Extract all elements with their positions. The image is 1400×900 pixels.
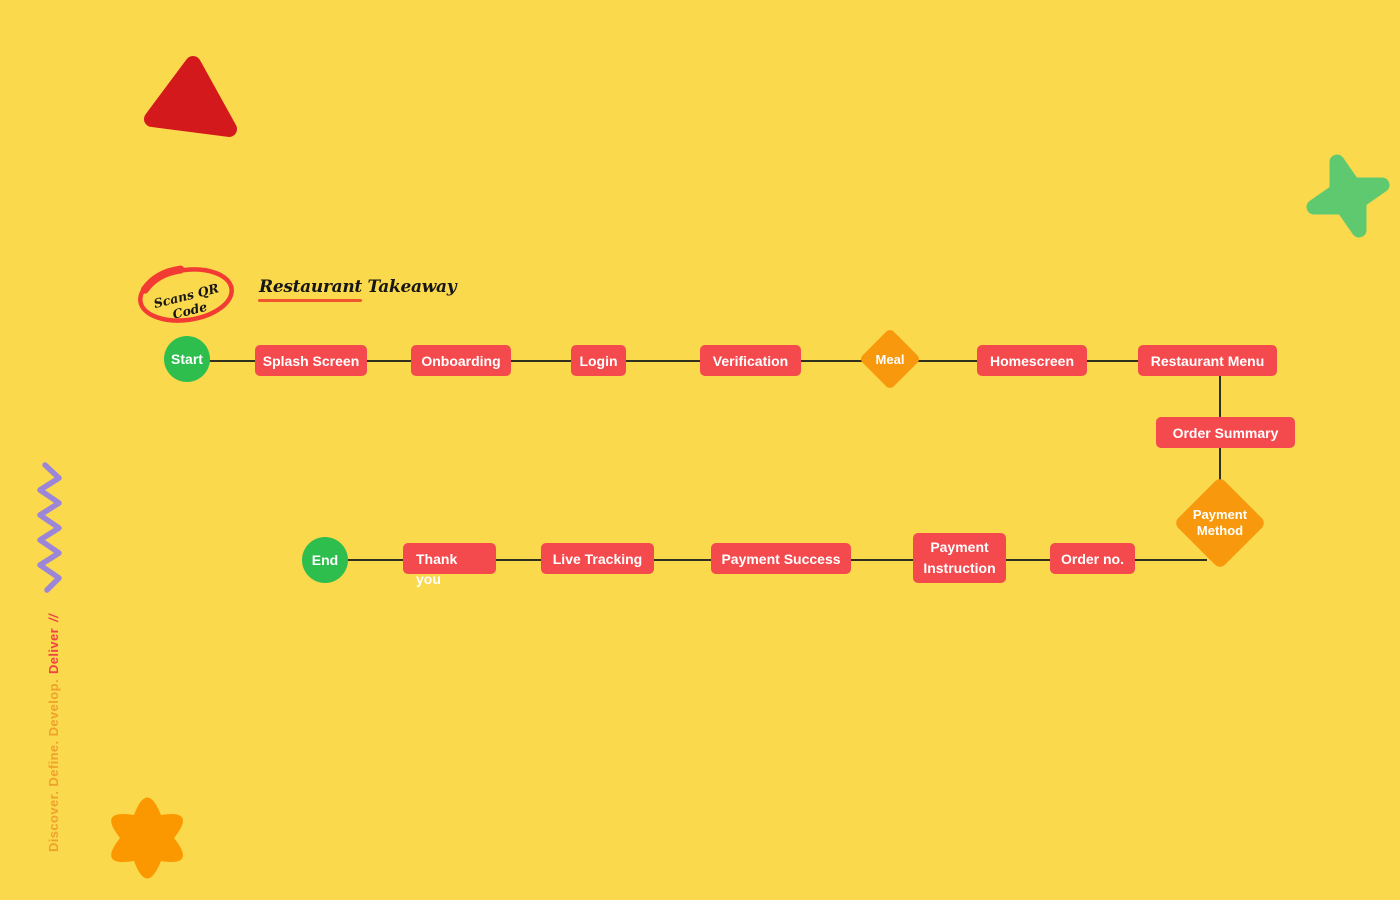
flow-node-live-tracking[interactable]: Live Tracking — [541, 543, 654, 574]
four-point-star-shape — [1306, 154, 1390, 238]
connector — [1087, 360, 1138, 362]
flow-node-verification[interactable]: Verification — [700, 345, 801, 376]
flow-node-payment-success[interactable]: Payment Success — [711, 543, 851, 574]
connector — [626, 360, 700, 362]
process-tagline: Discover. Define. Develop. Deliver // — [46, 614, 61, 852]
flow-node-payment-instruction[interactable]: Payment Instruction — [913, 533, 1006, 583]
tagline-deliver: Deliver — [46, 627, 61, 675]
connector — [511, 360, 571, 362]
connector — [654, 559, 711, 561]
flow-node-label: End — [311, 552, 339, 568]
flow-node-label: Splash Screen — [262, 352, 360, 369]
flow-node-onboarding[interactable]: Onboarding — [411, 345, 511, 376]
flow-node-label: Live Tracking — [552, 550, 643, 567]
flow-node-label: Order Summary — [1172, 424, 1279, 441]
tagline-slashes: // — [46, 613, 61, 622]
connector — [1219, 448, 1221, 481]
annotation-scans-qr-code: Scans QR Code — [152, 280, 221, 322]
flow-node-order-summary[interactable]: Order Summary — [1156, 417, 1295, 448]
flow-node-label: Payment Instruction — [923, 539, 996, 576]
flow-node-login[interactable]: Login — [571, 345, 626, 376]
connector — [208, 360, 256, 362]
flow-node-label: Onboarding — [421, 352, 501, 369]
flow-node-label: Thank you — [416, 551, 458, 587]
flow-node-splash-screen[interactable]: Splash Screen — [255, 345, 367, 376]
flow-node-label: Homescreen — [989, 352, 1075, 369]
flow-node-label: Start — [171, 351, 203, 367]
flow-node-end[interactable]: End — [302, 537, 348, 583]
flow-node-label: Verification — [712, 352, 789, 369]
title-underline — [258, 299, 362, 302]
flower-blob-shape — [111, 797, 183, 879]
flow-node-restaurant-menu[interactable]: Restaurant Menu — [1138, 345, 1277, 376]
flow-node-label: Order no. — [1060, 550, 1124, 567]
flow-node-start[interactable]: Start — [164, 336, 210, 382]
connector — [347, 559, 403, 561]
triangle-shape — [144, 56, 237, 137]
flow-node-label: Login — [579, 352, 618, 369]
connector — [915, 360, 977, 362]
flow-node-thank-you[interactable]: Thank you — [403, 543, 496, 587]
page-title: Restaurant Takeaway — [259, 277, 457, 297]
connector — [1219, 376, 1221, 418]
flow-node-homescreen[interactable]: Homescreen — [977, 345, 1087, 376]
tagline-process: Discover. Define. Develop. — [46, 679, 61, 852]
connector — [801, 360, 865, 362]
connector — [496, 559, 541, 561]
connector — [851, 559, 913, 561]
flow-node-label: Payment Success — [721, 550, 841, 567]
flow-node-order-no[interactable]: Order no. — [1050, 543, 1135, 574]
connector — [367, 360, 411, 362]
zigzag-shape — [37, 462, 62, 593]
decision-node-label: Meal — [875, 351, 905, 367]
connector — [1135, 559, 1207, 561]
flow-node-label: Restaurant Menu — [1150, 352, 1265, 369]
connector — [1006, 559, 1050, 561]
decision-node-label: Payment Method — [1192, 507, 1248, 538]
